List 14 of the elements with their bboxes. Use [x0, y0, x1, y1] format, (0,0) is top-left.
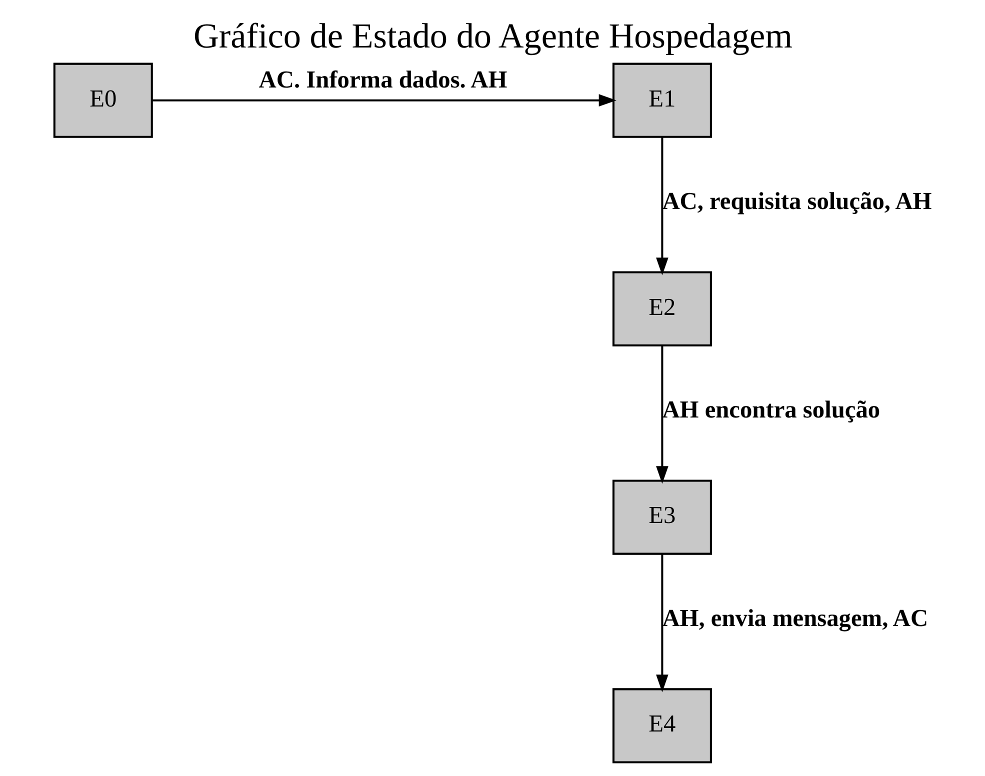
node-box: E2	[612, 271, 712, 346]
edge-label: AH, envia mensagem, AC	[662, 605, 928, 632]
node-box: E4	[612, 688, 712, 764]
arrow	[656, 554, 668, 692]
arrow	[656, 346, 668, 484]
arrow	[656, 137, 668, 276]
node-box: E3	[612, 480, 712, 555]
arrow	[152, 94, 616, 107]
diagram-title: Gráfico de Estado do Agente Hospedagem	[193, 16, 792, 56]
node-box: E0	[52, 62, 152, 138]
edge-label: AC, requisita solução, AH	[662, 188, 932, 216]
edge-label: AC. Informa dados. AH	[258, 66, 507, 94]
edge-label: AH encontra solução	[662, 396, 880, 424]
node-box: E1	[612, 62, 712, 138]
